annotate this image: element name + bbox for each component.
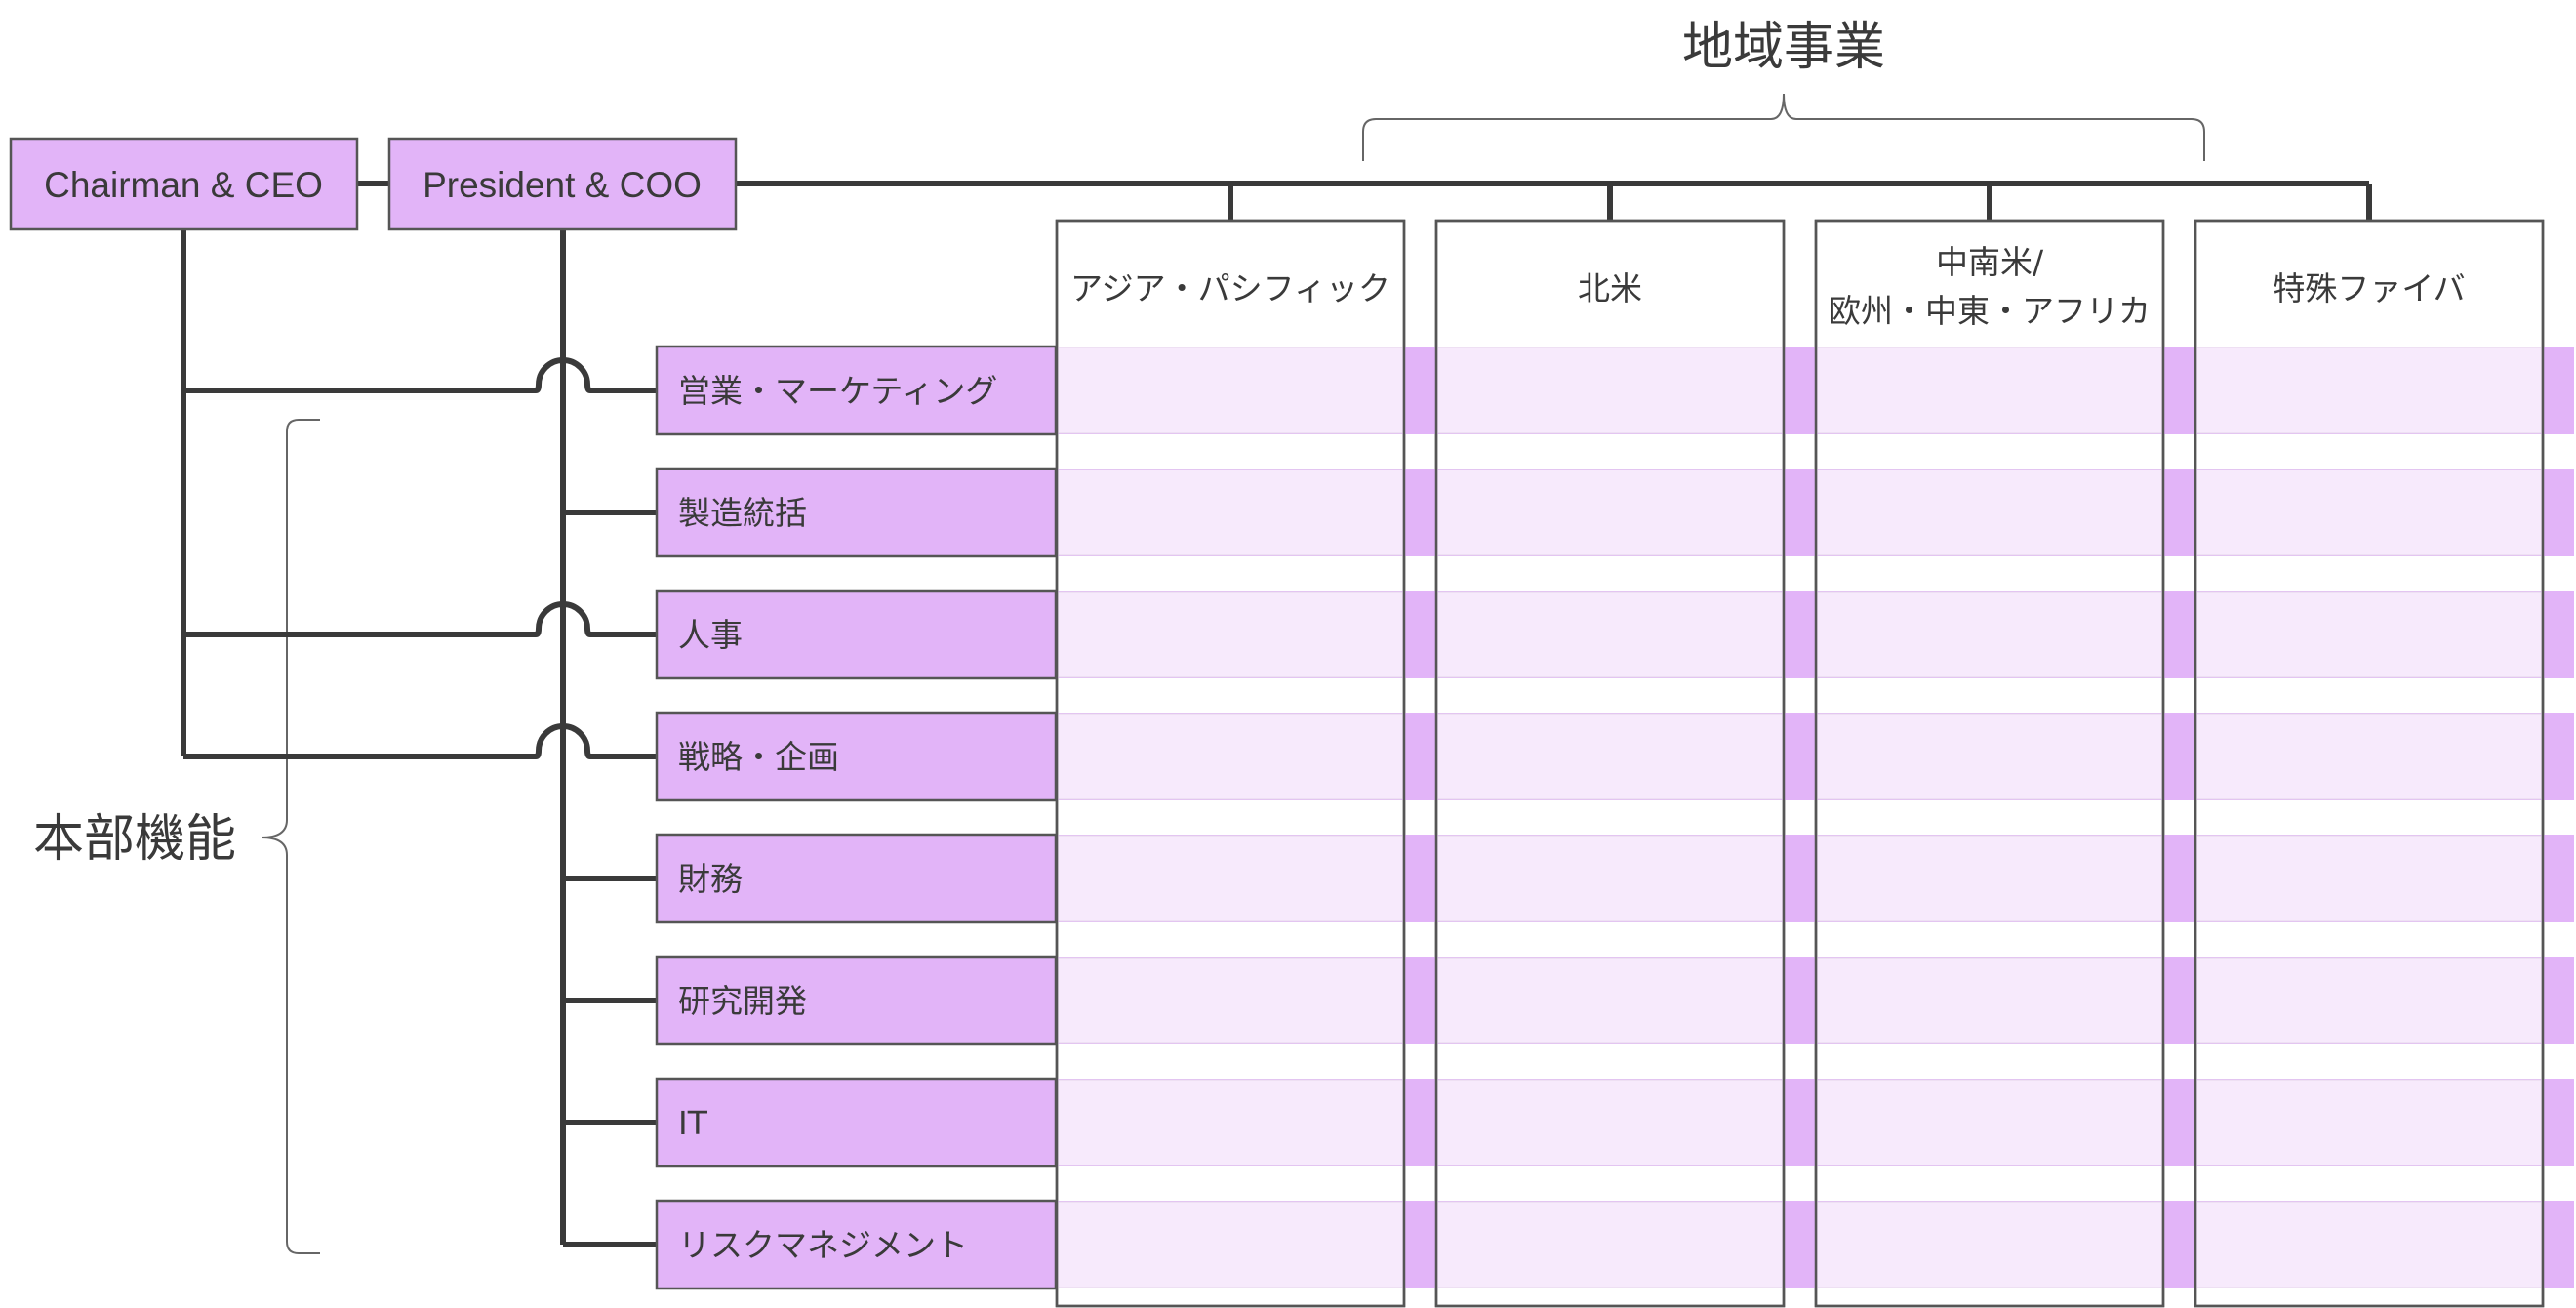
ceo-box[interactable]: Chairman & CEO <box>9 137 359 231</box>
function-region-cell <box>1437 713 1783 800</box>
region-header[interactable]: 中南米/欧州・中東・アフリカ <box>1829 243 2151 330</box>
function-region-cell <box>2196 835 2542 922</box>
ceo-branch-hop <box>183 723 657 759</box>
regional-business-group: 地域事業 <box>1362 19 2205 161</box>
function-region-cell <box>1817 835 2162 922</box>
function-label: 研究開発 <box>678 982 807 1020</box>
hq-functions-group: 本部機能 <box>33 419 320 1254</box>
function-region-cell <box>1058 469 1403 556</box>
region-column-border <box>2194 219 2545 1308</box>
function-label: 人事 <box>678 616 743 654</box>
function-box[interactable] <box>655 833 1058 924</box>
coo-box[interactable]: President & COO <box>387 137 738 231</box>
function-region-cell <box>2196 1201 2542 1288</box>
region-headers: アジア・パシフィック 北米 中南米/欧州・中東・アフリカ 特殊ファイバ <box>1055 219 2545 1308</box>
function-region-cell <box>1817 1079 2162 1166</box>
function-region-cell <box>2196 713 2542 800</box>
ceo-label: Chairman & CEO <box>44 165 323 205</box>
ceo-branch-hop <box>183 357 657 393</box>
function-region-cell <box>1058 591 1403 678</box>
function-row: 戦略・企画 <box>655 711 2574 802</box>
function-label: 製造統括 <box>678 494 807 532</box>
function-box[interactable] <box>655 589 1058 680</box>
function-box[interactable] <box>655 1199 1058 1290</box>
function-region-cell <box>1437 957 1783 1044</box>
function-label: IT <box>678 1104 708 1142</box>
region-label: 北米 <box>1578 269 1642 307</box>
function-box[interactable] <box>655 1077 1058 1168</box>
function-row: 営業・マーケティング <box>655 345 2574 436</box>
function-region-cell <box>1817 957 2162 1044</box>
region-header[interactable]: 北米 <box>1578 269 1642 307</box>
region-header[interactable]: アジア・パシフィック <box>1070 269 1390 307</box>
region-header[interactable]: 特殊ファイバ <box>2273 269 2465 307</box>
function-region-cell <box>1437 1201 1783 1288</box>
function-region-cell <box>1058 347 1403 434</box>
function-box[interactable] <box>655 955 1058 1046</box>
function-region-cell <box>1058 713 1403 800</box>
regional-business-brace <box>1362 93 2205 161</box>
function-label: リスクマネジメント <box>678 1226 968 1264</box>
function-region-cell <box>2196 1079 2542 1166</box>
function-region-cell <box>1817 591 2162 678</box>
function-region-cell <box>1817 347 2162 434</box>
coo-label: President & COO <box>423 165 702 205</box>
regional-business-title: 地域事業 <box>1682 19 1885 77</box>
region-column-border <box>1434 219 1786 1308</box>
function-region-cell <box>1437 347 1783 434</box>
ceo-branch-hop <box>183 601 657 637</box>
function-region-cell <box>1817 713 2162 800</box>
region-label-line2: 欧州・中東・アフリカ <box>1829 292 2151 330</box>
function-box[interactable] <box>655 711 1058 802</box>
function-row: 財務 <box>655 833 2574 924</box>
region-column-border <box>1814 219 2165 1308</box>
function-region-cell <box>1058 957 1403 1044</box>
function-region-cell <box>1058 835 1403 922</box>
function-row: リスクマネジメント <box>655 1199 2574 1290</box>
function-region-cell <box>2196 591 2542 678</box>
function-region-cell <box>2196 957 2542 1044</box>
function-label: 営業・マーケティング <box>678 372 997 410</box>
region-label: 特殊ファイバ <box>2273 269 2465 307</box>
function-box[interactable] <box>655 467 1058 558</box>
function-region-cell <box>1058 1079 1403 1166</box>
hq-functions-title: 本部機能 <box>33 810 236 869</box>
function-region-cell <box>2196 469 2542 556</box>
region-label: アジア・パシフィック <box>1070 269 1390 307</box>
function-region-cell <box>1058 1201 1403 1288</box>
function-row: IT <box>655 1077 2574 1168</box>
function-region-cell <box>1817 1201 2162 1288</box>
function-region-cell <box>1437 469 1783 556</box>
function-box[interactable] <box>655 345 1058 436</box>
function-row: 研究開発 <box>655 955 2574 1046</box>
function-row: 人事 <box>655 589 2574 680</box>
connector-lines <box>181 181 2372 1247</box>
function-region-cell <box>1817 469 2162 556</box>
function-label: 戦略・企画 <box>678 738 839 776</box>
function-region-cell <box>1437 1079 1783 1166</box>
function-row: 製造統括 <box>655 467 2574 558</box>
function-region-cell <box>1437 835 1783 922</box>
region-column-border <box>1055 219 1406 1308</box>
region-label-line1: 中南米/ <box>1936 243 2044 281</box>
function-region-cell <box>1437 591 1783 678</box>
function-region-cell <box>2196 347 2542 434</box>
hq-functions-brace <box>261 419 320 1254</box>
function-label: 財務 <box>678 860 743 898</box>
